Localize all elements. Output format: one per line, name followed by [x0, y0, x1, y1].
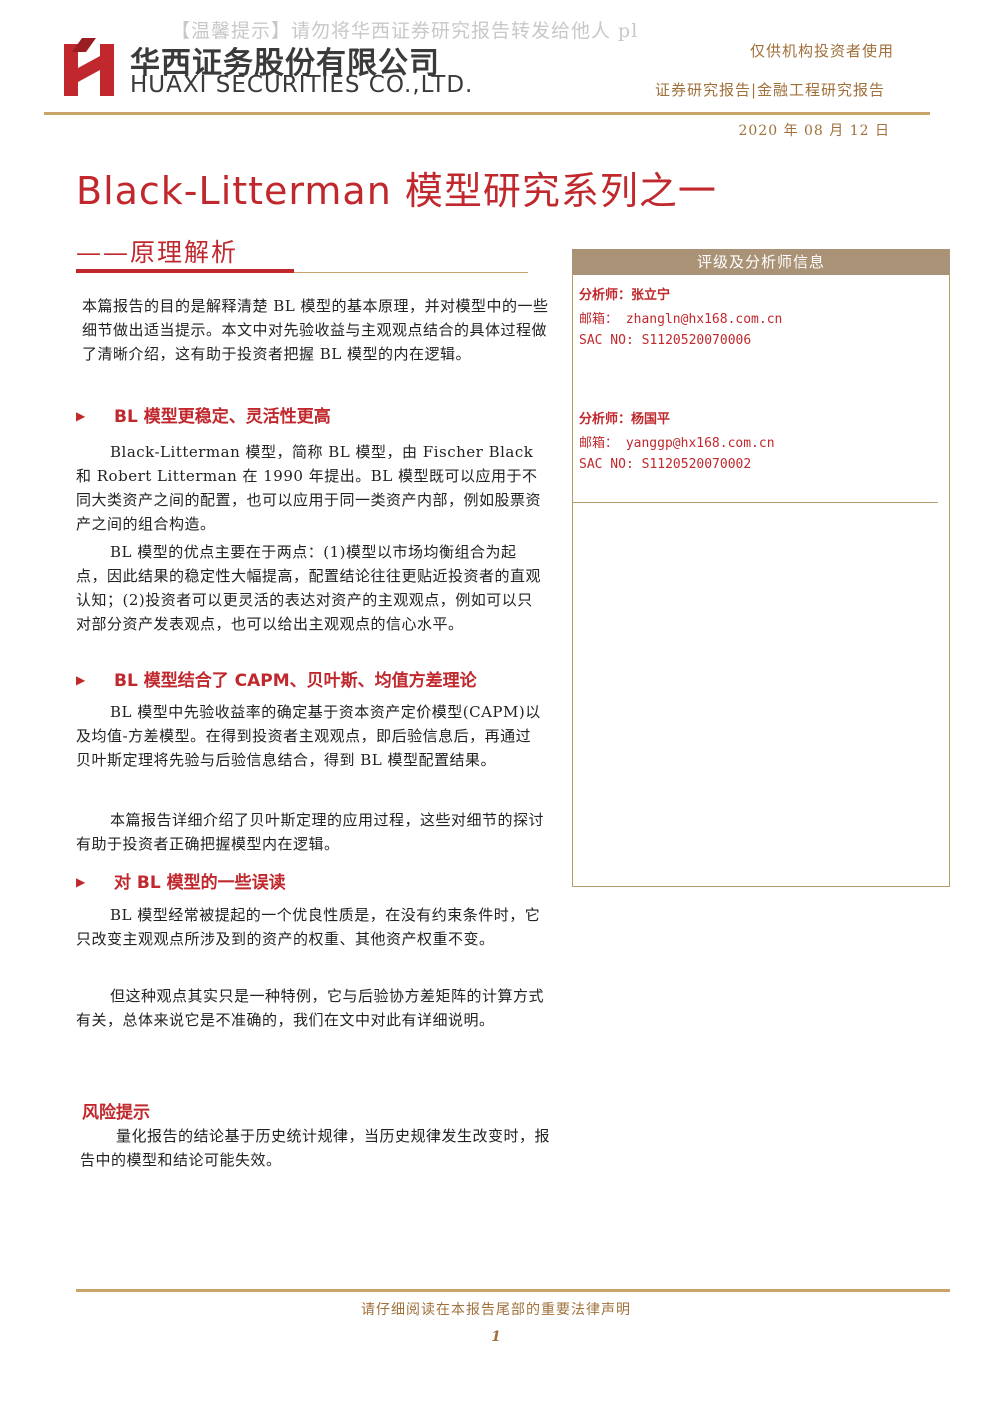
section-heading: ▶ 对 BL 模型的一些误读	[76, 868, 286, 893]
section-heading-text: 对 BL 模型的一些误读	[114, 873, 286, 893]
report-date: 2020 年 08 月 12 日	[738, 123, 890, 139]
paragraph: BL 模型经常被提起的一个优良性质是，在没有约束条件时，它只改变主观观点所涉及到…	[76, 906, 541, 948]
section-heading-text: BL 模型更稳定、灵活性更高	[114, 407, 331, 427]
analyst-email[interactable]: 邮箱： yanggp@hx168.com.cn	[579, 436, 775, 451]
analyst-panel-header: 评级及分析师信息	[572, 249, 950, 275]
paragraph: 本篇报告详细介绍了贝叶斯定理的应用过程，这些对细节的探讨有助于投资者正确把握模型…	[76, 811, 545, 853]
analyst-panel-divider	[572, 502, 938, 503]
page-number: 1	[491, 1329, 501, 1345]
risk-text: 量化报告的结论基于历史统计规律，当历史规律发生改变时，报告中的模型和结论可能失效…	[80, 1127, 551, 1169]
risk-title: 风险提示	[82, 1103, 150, 1123]
watermark-notice: 【温馨提示】请勿将华西证券研究报告转发给他人 pl	[171, 20, 639, 42]
paragraph: BL 模型中先验收益率的确定基于资本资产定价模型(CAPM)以及均值-方差模型。…	[76, 703, 541, 769]
paragraph: BL 模型的优点主要在于两点：(1)模型以市场均衡组合为起点，因此结果的稳定性大…	[76, 543, 542, 633]
page-title: Black-Litterman 模型研究系列之一	[76, 169, 717, 213]
summary-text: 本篇报告的目的是解释清楚 BL 模型的基本原理，并对模型中的一些细节做出适当提示…	[82, 297, 549, 363]
header-divider	[44, 112, 930, 115]
analyst-name: 分析师：张立宁	[579, 288, 671, 303]
analyst-email[interactable]: 邮箱： zhangln@hx168.com.cn	[579, 312, 783, 327]
paragraph: Black-Litterman 模型，简称 BL 模型，由 Fischer Bl…	[76, 443, 542, 533]
section-heading-text: BL 模型结合了 CAPM、贝叶斯、均值方差理论	[114, 671, 477, 691]
footer-divider	[76, 1289, 950, 1292]
analyst-sac: SAC NO: S1120520070006	[579, 333, 752, 348]
analyst-name: 分析师：杨国平	[579, 412, 671, 427]
section-heading: ▶ BL 模型更稳定、灵活性更高	[76, 402, 331, 427]
huaxi-logo-icon	[64, 38, 114, 96]
triangle-bullet-icon: ▶	[76, 673, 86, 687]
section-heading: ▶ BL 模型结合了 CAPM、贝叶斯、均值方差理论	[76, 666, 477, 691]
triangle-bullet-icon: ▶	[76, 875, 86, 889]
triangle-bullet-icon: ▶	[76, 409, 86, 423]
analyst-sac: SAC NO: S1120520070002	[579, 457, 752, 472]
report-type: 证券研究报告|金融工程研究报告	[654, 81, 885, 99]
audience-label: 仅供机构投资者使用	[749, 42, 894, 60]
page-subtitle: ——原理解析	[76, 238, 239, 267]
legal-notice: 请仔细阅读在本报告尾部的重要法律声明	[361, 1302, 631, 1318]
subtitle-underline-red	[76, 269, 294, 273]
company-name-en: HUAXI SECURITIES CO.,LTD.	[130, 72, 474, 98]
company-name-cn: 华西证务股份有限公司	[130, 46, 440, 81]
paragraph: 但这种观点其实只是一种特例，它与后验协方差矩阵的计算方式有关，总体来说它是不准确…	[76, 987, 545, 1029]
subtitle-underline-gold	[294, 272, 528, 273]
